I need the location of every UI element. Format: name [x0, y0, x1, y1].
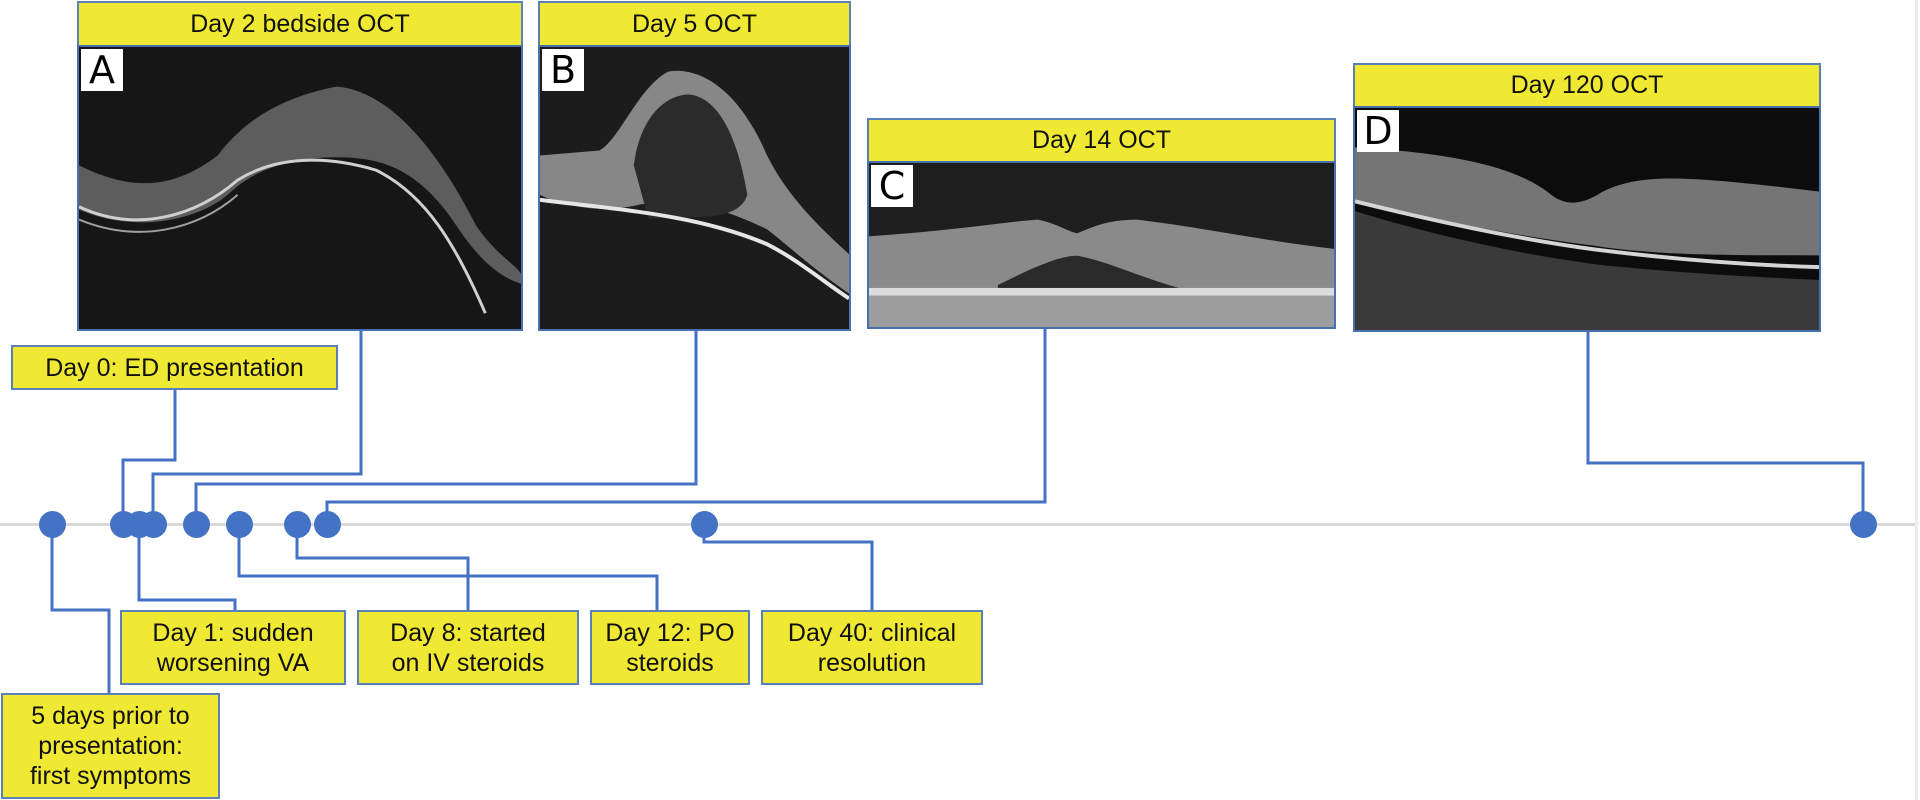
panel-c-oct-image: C — [867, 161, 1336, 329]
event-label: Day 1: sudden worsening VA — [152, 618, 314, 677]
event-label: Day 8: started on IV steroids — [390, 618, 546, 677]
right-edge-border — [1915, 0, 1918, 800]
event-label: Day 0: ED presentation — [45, 353, 304, 382]
panel-a-oct-image: A — [77, 45, 523, 331]
event-day0-ed-presentation: Day 0: ED presentation — [11, 345, 338, 390]
panel-d-oct-image: D — [1353, 106, 1821, 332]
panel-d-title: Day 120 OCT — [1510, 71, 1664, 99]
timeline-dot-day14 — [314, 511, 341, 538]
panel-b-oct-image: B — [538, 45, 851, 331]
panel-c-header: Day 14 OCT — [867, 118, 1336, 163]
panel-a-letter: A — [81, 48, 123, 92]
timeline-dot-day2 — [140, 511, 167, 538]
panel-d-header: Day 120 OCT — [1353, 63, 1821, 108]
panel-c-letter: C — [871, 164, 913, 208]
timeline-axis — [0, 523, 1915, 526]
timeline-dot-first-symptoms — [39, 511, 66, 538]
panel-d-letter: D — [1357, 109, 1399, 153]
panel-b-title: Day 5 OCT — [631, 9, 758, 38]
event-first-symptoms: 5 days prior to presentation: first symp… — [1, 693, 220, 799]
panel-b-header: Day 5 OCT — [538, 1, 851, 47]
event-label: 5 days prior to presentation: first symp… — [29, 702, 192, 790]
panel-b-letter: B — [542, 48, 584, 92]
timeline-dot-day120 — [1850, 511, 1877, 538]
event-label: Day 12: PO steroids — [605, 618, 735, 677]
timeline-dot-day8 — [226, 511, 253, 538]
panel-a-title: Day 2 bedside OCT — [190, 9, 410, 38]
panel-c-title: Day 14 OCT — [1032, 126, 1171, 154]
event-day1-worsening-va: Day 1: sudden worsening VA — [120, 610, 346, 685]
event-day40-clinical-resolution: Day 40: clinical resolution — [761, 610, 983, 685]
panel-a-header: Day 2 bedside OCT — [77, 1, 523, 47]
event-label: Day 40: clinical resolution — [787, 618, 957, 677]
event-day12-po-steroids: Day 12: PO steroids — [590, 610, 750, 685]
timeline-dot-day12 — [284, 511, 311, 538]
event-day8-iv-steroids: Day 8: started on IV steroids — [357, 610, 579, 685]
timeline-dot-day40 — [691, 511, 718, 538]
timeline-dot-day5 — [183, 511, 210, 538]
